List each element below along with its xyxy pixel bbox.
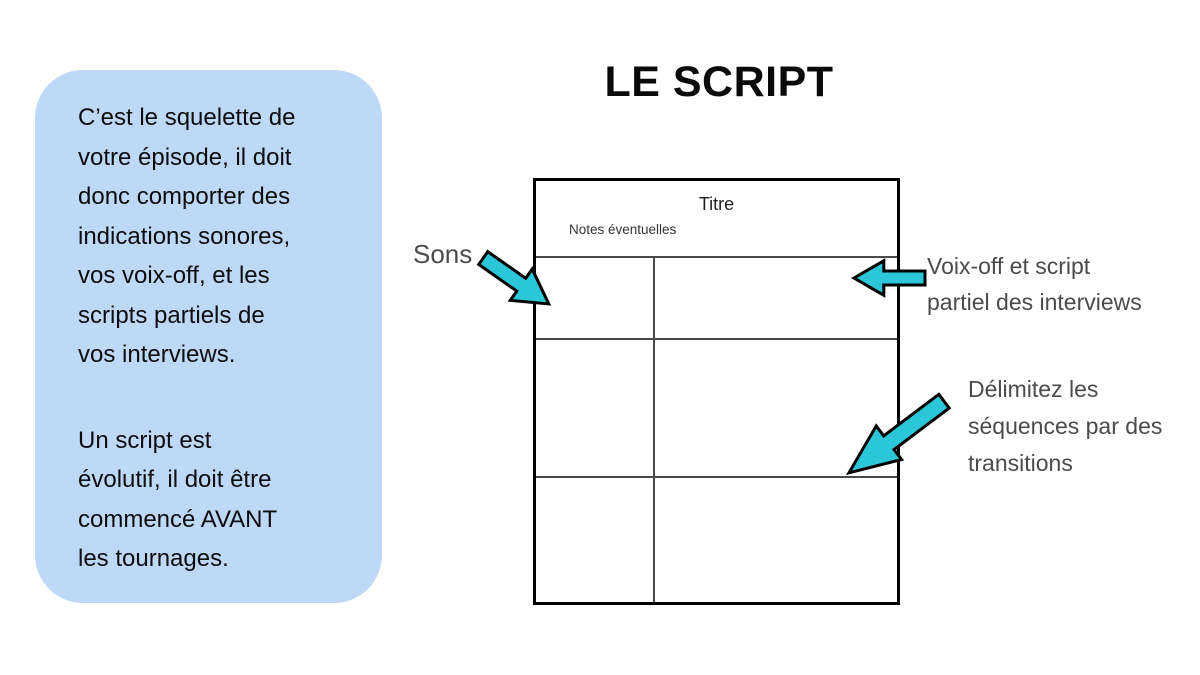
table-title: Titre: [698, 194, 735, 214]
info-paragraph-1: C’est le squelette de votre épisode, il …: [78, 104, 296, 368]
table-cell-sounds: [536, 340, 655, 476]
table-header: Titre Notes éventuelles: [536, 181, 897, 258]
sons-label: Sons: [413, 239, 473, 269]
transitions-arrow-down-left-icon: [836, 384, 958, 491]
page-title: LE SCRIPT: [604, 58, 834, 106]
transitions-label: Délimitez les séquences par des transiti…: [968, 376, 1163, 476]
table-row: [536, 258, 897, 340]
table-cell-sounds: [536, 478, 655, 602]
table-cell-script: [655, 478, 897, 602]
script-table: Titre Notes éventuelles: [533, 178, 900, 605]
voixoff-arrow-left-icon: [854, 260, 925, 296]
table-row: [536, 478, 897, 602]
voixoff-label: Voix-off et script partiel des interview…: [927, 253, 1142, 315]
table-row: [536, 340, 897, 478]
table-notes: Notes éventuelles: [569, 222, 677, 237]
info-box: C’est le squelette de votre épisode, il …: [35, 70, 382, 603]
sons-arrow-down-right-icon: [472, 242, 560, 321]
info-paragraph-2: Un script est évolutif, il doit être com…: [78, 426, 278, 573]
table-cell-sounds: [536, 258, 655, 338]
